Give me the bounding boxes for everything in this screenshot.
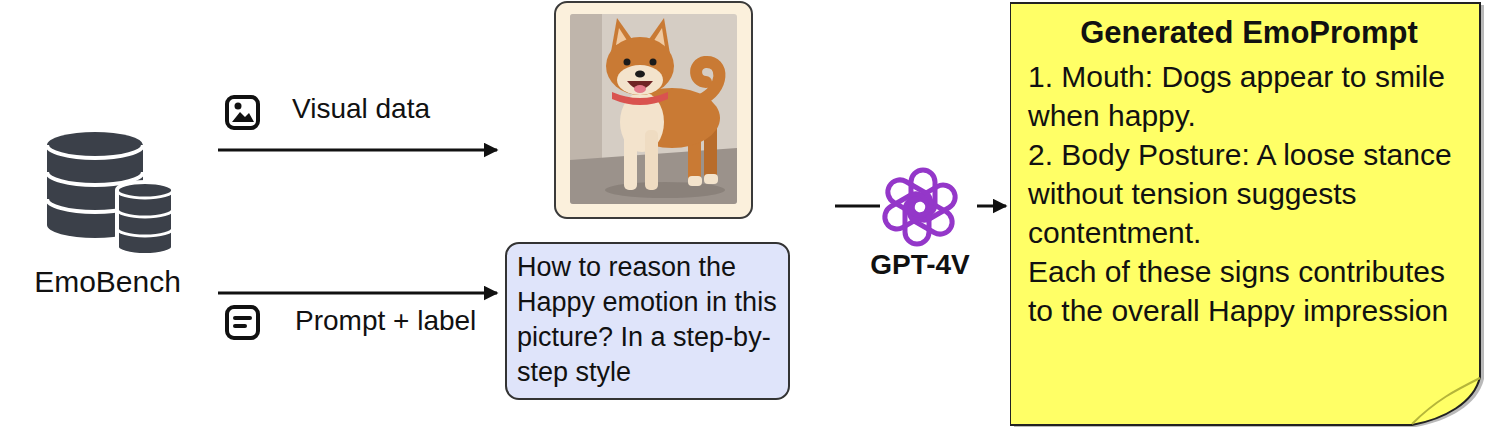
dog-photo-part	[570, 14, 737, 204]
dog-photo-part	[605, 182, 725, 198]
arrow-label: Visual data	[292, 93, 430, 125]
image-icon	[227, 97, 258, 128]
dog-photo	[570, 14, 737, 204]
database-label: EmoBench	[15, 264, 200, 300]
lead-line	[835, 205, 880, 208]
prompt-text: How to reason the Happy emotion in this …	[517, 250, 778, 390]
dog-photo-part	[704, 174, 718, 184]
dog-photo-part	[606, 37, 674, 95]
image-icon-part	[232, 112, 254, 122]
photo-frame	[555, 2, 752, 218]
arrow-label: Prompt + label	[295, 305, 476, 337]
note-curl	[1412, 378, 1480, 424]
document-icon-part	[235, 316, 250, 320]
database-icon	[15, 128, 200, 262]
database-cylinder-small	[117, 182, 173, 255]
image-icon-part	[227, 97, 258, 128]
gpt-logo	[880, 170, 959, 244]
database-band	[117, 209, 173, 217]
visual-data-arrow	[218, 149, 497, 152]
dog-photo-part	[635, 71, 645, 78]
dog-photo-part	[617, 65, 663, 95]
database-band	[47, 145, 143, 158]
model-label: GPT-4V	[865, 249, 975, 281]
gpt-logo	[880, 167, 960, 247]
dog-photo-part	[624, 59, 631, 66]
note-content: Generated EmoPrompt 1. Mouth: Dogs appear…	[1010, 2, 1486, 340]
dog-photo-part	[624, 130, 637, 190]
dog-photo-part	[645, 130, 658, 190]
model-node: GPT-4V	[865, 167, 975, 281]
note-item: 2. Body Posture: A loose stance without …	[1028, 135, 1470, 252]
image-icon-part	[235, 103, 242, 110]
dog-photo-part	[650, 59, 657, 66]
note-item: 1. Mouth: Dogs appear to smile when happ…	[1028, 57, 1470, 135]
photo-frame-part	[555, 2, 752, 218]
dog-photo-part	[570, 14, 602, 164]
note-item: Each of these signs contributes to the o…	[1028, 252, 1470, 330]
document-icon-part	[227, 307, 258, 338]
note-title: Generated EmoPrompt	[1028, 14, 1470, 53]
dog-photo-part	[688, 176, 702, 186]
document-icon-part	[235, 324, 245, 328]
document-icon	[227, 307, 258, 338]
database-band	[117, 190, 173, 198]
prompt-box: How to reason the Happy emotion in this …	[505, 242, 790, 400]
database-node: EmoBench	[15, 128, 200, 300]
sticky-note: Generated EmoPrompt 1. Mouth: Dogs appear…	[1010, 2, 1486, 430]
flow-arrow	[977, 205, 1006, 208]
dog-photo-part	[634, 85, 646, 93]
gpt-logo-loop	[883, 176, 935, 220]
flow-arrow	[218, 292, 497, 295]
database-band	[117, 228, 173, 236]
note-paper	[1010, 3, 1480, 425]
